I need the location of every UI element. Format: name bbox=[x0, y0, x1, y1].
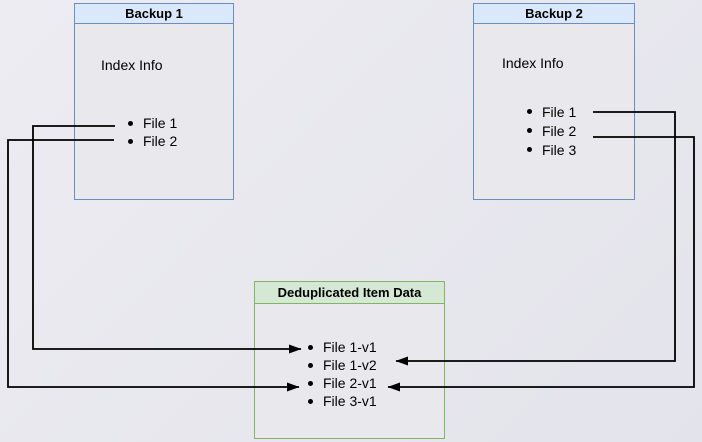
backup1-title: Backup 1 bbox=[75, 4, 233, 24]
file-label: File 1 bbox=[542, 103, 577, 120]
backup1-file-list: File 1 File 2 bbox=[75, 114, 233, 150]
dedup-item-file3-v1: File 3-v1 bbox=[255, 392, 444, 410]
backup2-box: Backup 2 Index Info File 1 File 2 File 3 bbox=[473, 3, 635, 200]
bullet-icon bbox=[527, 128, 532, 133]
dedup-title: Deduplicated Item Data bbox=[255, 282, 444, 304]
dedup-item-file1-v2: File 1-v2 bbox=[255, 356, 444, 374]
file-label: File 3 bbox=[542, 141, 577, 158]
backup2-index-info-label: Index Info bbox=[502, 55, 564, 71]
file-label: File 1 bbox=[143, 115, 178, 131]
bullet-icon bbox=[527, 147, 532, 152]
backup2-title: Backup 2 bbox=[474, 4, 634, 24]
backup1-box: Backup 1 Index Info File 1 File 2 bbox=[74, 3, 234, 200]
dedup-file-list: File 1-v1 File 1-v2 File 2-v1 File 3-v1 bbox=[255, 338, 444, 410]
backup1-item-file2: File 2 bbox=[75, 132, 233, 150]
backup2-item-file1: File 1 bbox=[474, 102, 634, 121]
backup1-item-file1: File 1 bbox=[75, 114, 233, 132]
bullet-icon bbox=[308, 344, 313, 350]
file-label: File 1-v1 bbox=[323, 339, 377, 355]
bullet-icon bbox=[527, 109, 532, 114]
backup2-item-file2: File 2 bbox=[474, 121, 634, 140]
file-label: File 2 bbox=[143, 133, 178, 149]
bullet-icon bbox=[308, 362, 313, 368]
backup2-file-list: File 1 File 2 File 3 bbox=[474, 102, 634, 159]
file-label: File 2-v1 bbox=[323, 375, 377, 391]
file-label: File 2 bbox=[542, 122, 577, 139]
bullet-icon bbox=[128, 138, 133, 144]
dedup-item-file2-v1: File 2-v1 bbox=[255, 374, 444, 392]
file-label: File 3-v1 bbox=[323, 393, 377, 409]
dedup-item-file1-v1: File 1-v1 bbox=[255, 338, 444, 356]
dedup-box: Deduplicated Item Data File 1-v1 File 1-… bbox=[254, 281, 445, 439]
bullet-icon bbox=[308, 380, 313, 386]
bullet-icon bbox=[128, 120, 133, 126]
file-label: File 1-v2 bbox=[323, 357, 377, 373]
bullet-icon bbox=[308, 398, 313, 404]
backup1-index-info-label: Index Info bbox=[101, 57, 163, 73]
backup2-item-file3: File 3 bbox=[474, 140, 634, 159]
